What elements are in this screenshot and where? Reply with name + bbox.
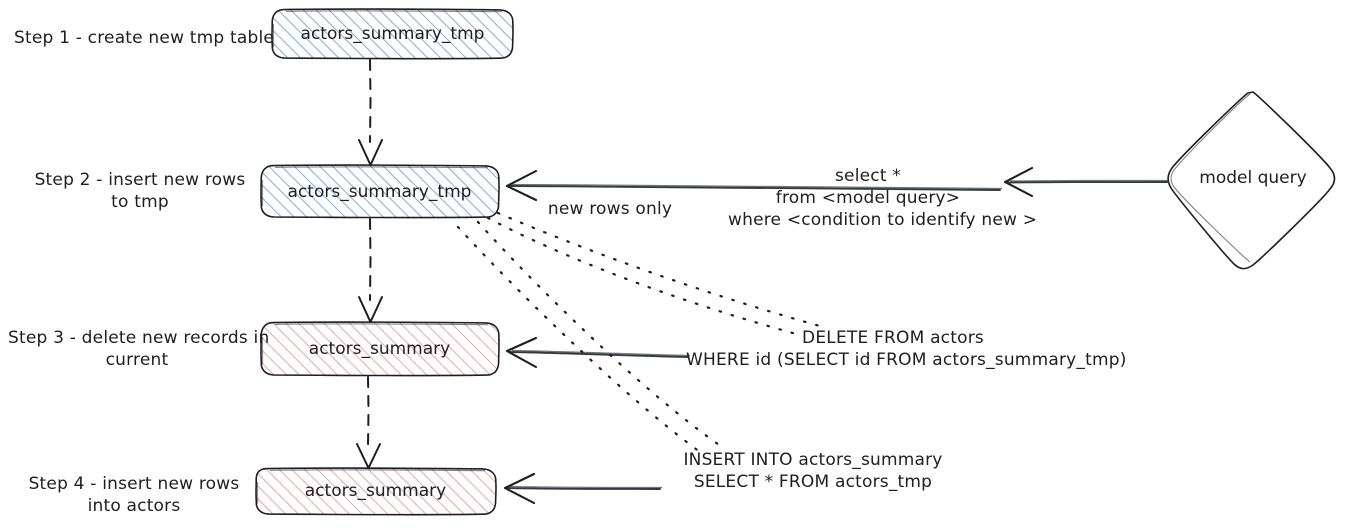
connector-node2-to-node3 — [358, 218, 383, 323]
node-actors-summary-tmp-2[interactable]: actors_summary_tmp — [261, 165, 498, 218]
annotation-insert-sql: INSERT INTO actors_summary SELECT * FROM… — [683, 450, 943, 492]
step-label-2: Step 2 - insert new rows to tmp — [34, 170, 246, 212]
annotation-model-query-sql: select * from <model query> where <condi… — [728, 166, 1038, 230]
annotation-new-rows-only: new rows only — [547, 199, 673, 219]
step-label-3: Step 3 - delete new records in current — [8, 328, 270, 370]
node-actors-summary-4[interactable]: actors_summary — [256, 468, 495, 514]
node-actors-summary-tmp-1[interactable]: actors_summary_tmp — [272, 9, 513, 59]
node-model-query[interactable]: model query — [1171, 155, 1335, 201]
arrow-insert-to-node4 — [503, 472, 663, 505]
connector-node3-to-node4 — [356, 376, 381, 469]
node-label: actors_summary_tmp — [287, 181, 472, 202]
node-label: model query — [1199, 168, 1307, 188]
arrow-model-query-to-sql — [1003, 166, 1169, 198]
step-label-1: Step 1 - create new tmp table — [14, 28, 275, 48]
annotation-delete-sql: DELETE FROM actors WHERE id (SELECT id F… — [686, 328, 1127, 370]
node-label: actors_summary_tmp — [300, 24, 485, 44]
step-label-4: Step 4 - insert new rows into actors — [28, 474, 240, 516]
connector-node1-to-node2 — [358, 59, 383, 166]
node-label: actors_summary — [304, 481, 447, 501]
node-actors-summary-3[interactable]: actors_summary — [261, 322, 498, 376]
arrow-delete-to-node3 — [505, 336, 691, 369]
node-label: actors_summary — [308, 339, 451, 359]
dotted-link-node2-to-delete — [486, 211, 829, 337]
